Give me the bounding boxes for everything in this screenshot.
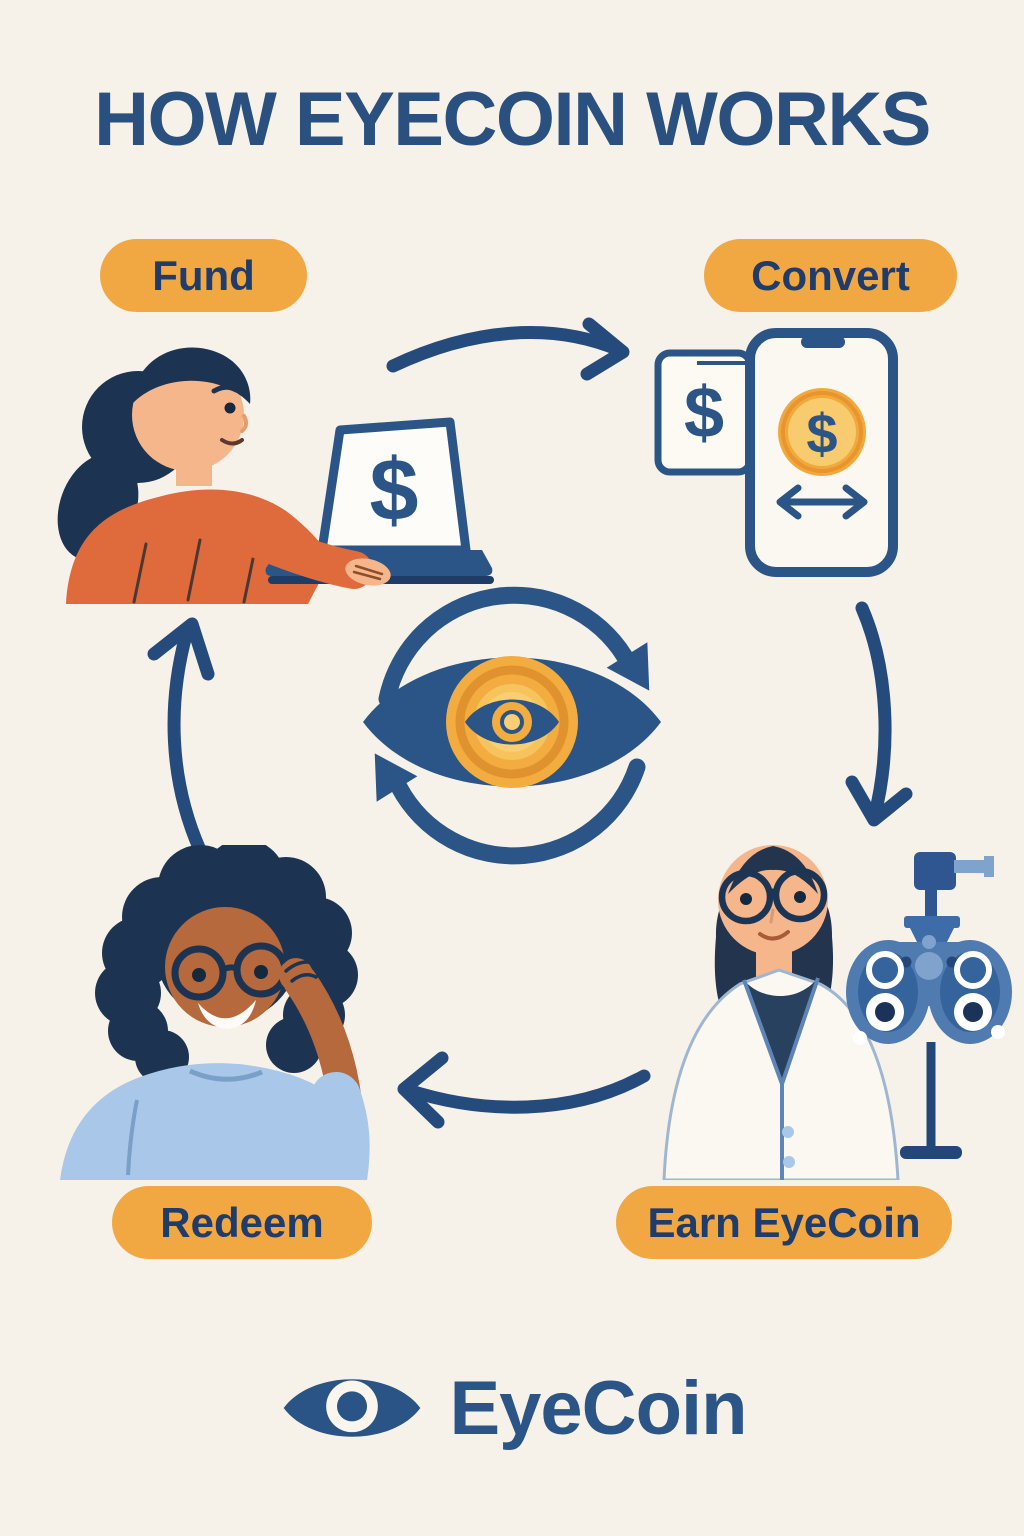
step-label-earn-eyecoin: Earn EyeCoin [647, 1198, 921, 1246]
eyecoin-logo-eye-icon [284, 1379, 421, 1437]
arrow-redeem-to-fund-icon [147, 617, 215, 857]
smartphone-icon: $ [745, 328, 898, 577]
exchange-arrow-icon [776, 484, 868, 520]
page-title: HOW EYECOIN WORKS [94, 77, 931, 162]
optometrist-figure [662, 845, 900, 1180]
eyecoin-cycle-icon [363, 586, 661, 865]
step-label-convert: Convert [751, 251, 910, 299]
curly-hair [95, 845, 358, 1084]
shirt [60, 1063, 360, 1180]
earn-illustration-optometrist [662, 845, 1012, 1180]
step-pill-convert: Convert [704, 239, 957, 312]
step-label-fund: Fund [152, 251, 255, 299]
step-pill-redeem: Redeem [112, 1186, 372, 1259]
coin-icon: $ [778, 388, 866, 476]
arrow-fund-to-convert-icon [386, 317, 630, 381]
typing-arm [231, 517, 391, 589]
rotation-arrows-icon [374, 586, 650, 865]
step-pill-fund: Fund [100, 239, 307, 312]
dollar-card-icon: $ [654, 349, 754, 476]
card-dollar-glyph: $ [684, 373, 724, 453]
brand-logo: EyeCoin [0, 1358, 1024, 1458]
arrow-convert-to-earn-icon [845, 601, 913, 827]
eye-icon [363, 656, 661, 788]
redeem-illustration-person-glasses [60, 845, 370, 1180]
raised-arm [279, 950, 370, 1180]
convert-illustration-phone: $ $ [654, 328, 898, 577]
step-label-redeem: Redeem [160, 1198, 324, 1246]
coin-dollar-glyph: $ [806, 402, 837, 465]
brand-logo-text: EyeCoin [449, 1365, 747, 1451]
laptop-dollar-glyph: $ [370, 440, 419, 539]
face [165, 907, 289, 1029]
fund-illustration-woman-laptop: $ [57, 347, 494, 604]
woman-figure [57, 347, 332, 604]
step-pill-earn-eyecoin: Earn EyeCoin [616, 1186, 952, 1259]
phoropter-icon [846, 852, 1012, 1159]
arrow-earn-to-redeem-icon [397, 1051, 651, 1129]
